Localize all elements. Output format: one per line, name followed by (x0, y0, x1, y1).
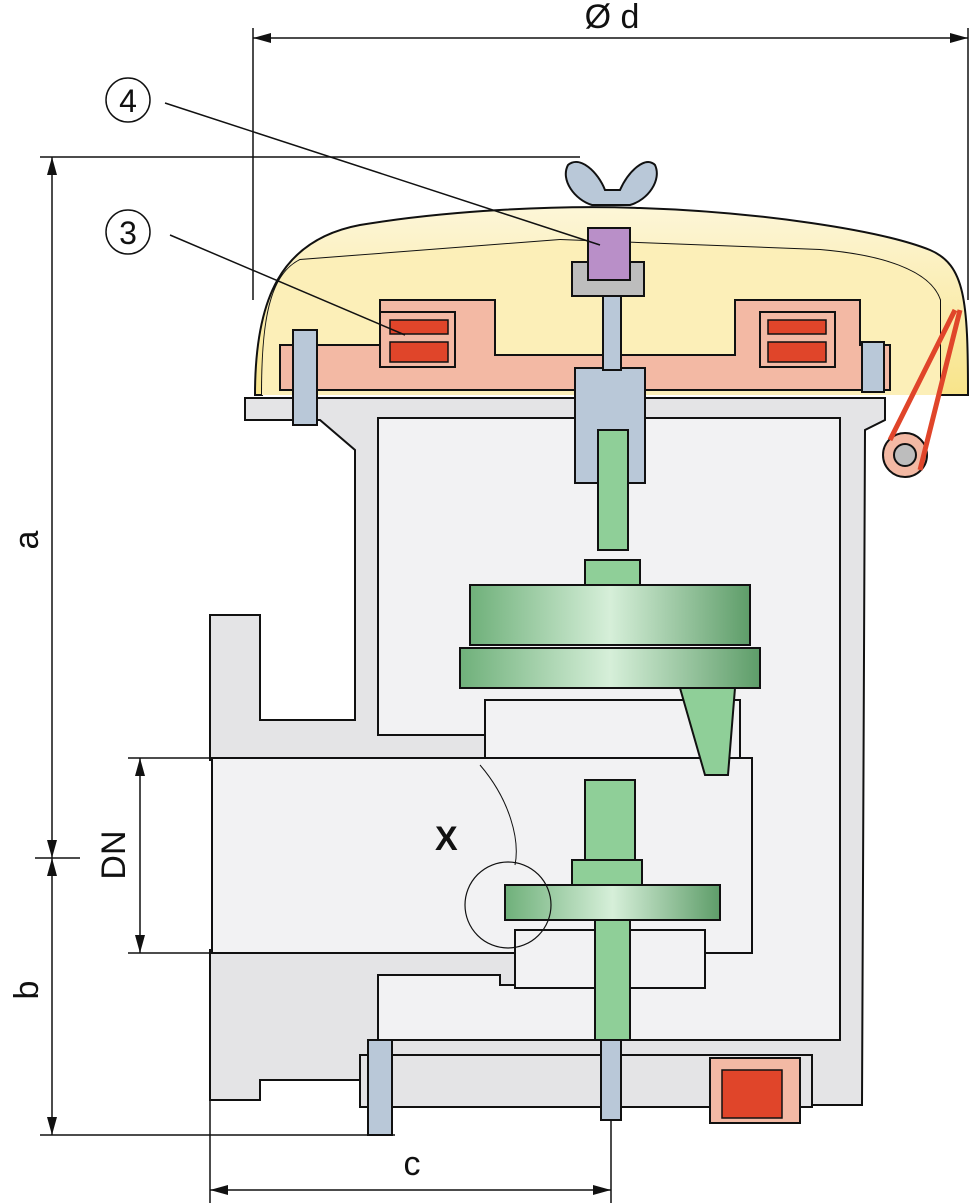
pallet-lower-disc (504, 884, 721, 921)
drain-plug-coil (721, 1069, 783, 1119)
bolt-right (861, 341, 885, 393)
pallet-upper-plate (459, 647, 761, 689)
hinge-pin (893, 443, 917, 467)
dim-a-label: a (8, 530, 46, 549)
callout-4-label: 4 (119, 83, 137, 119)
vibration-damper (587, 227, 631, 281)
dim-d-label: Ø d (585, 0, 640, 36)
pallet-guide-fin (678, 687, 737, 776)
hinge-spring (887, 308, 963, 471)
pallet-lower-stem (594, 919, 631, 1041)
spring-coil-right (767, 319, 827, 363)
pallet-lower-hub (571, 859, 643, 889)
callout-4-circle (105, 77, 151, 123)
spring-coil-left (389, 319, 449, 363)
pallet-upper-disc (469, 584, 751, 646)
detail-x-label: X (435, 820, 458, 858)
stem-upper (597, 429, 629, 551)
inlet-pipe (211, 757, 753, 954)
dim-c-label: c (404, 1145, 421, 1183)
weather-hood-cover (253, 206, 970, 396)
bottom-screw (600, 1039, 622, 1121)
dim-b-label: b (8, 981, 46, 1000)
callout-3-label: 3 (119, 215, 137, 251)
dim-dn-label: DN (95, 830, 133, 879)
stem-top (602, 289, 622, 371)
detail-x-circle (464, 861, 552, 949)
wing-nut (564, 161, 658, 206)
bolt-bottom (367, 1039, 393, 1136)
callout-3-circle (105, 209, 151, 255)
bolt-left (292, 329, 318, 426)
